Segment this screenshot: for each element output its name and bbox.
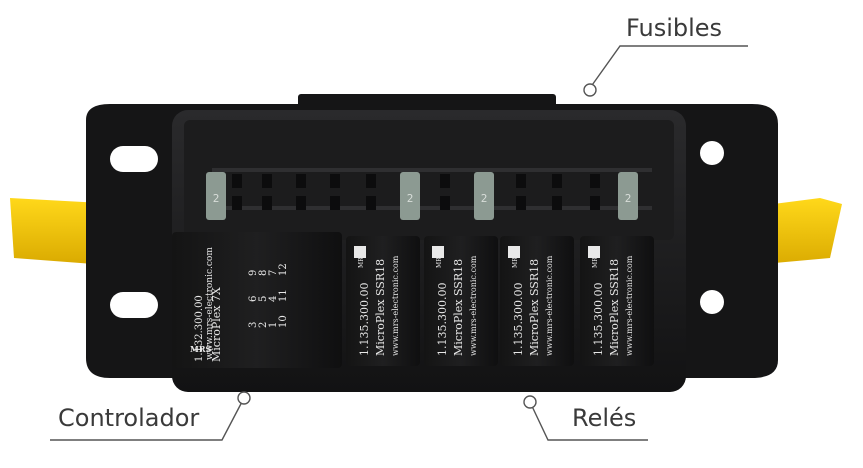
controller-pin-numbers: 3 6 9 2 5 8 1 4 7 10 11 12 <box>248 263 289 328</box>
mount-hole-top-right <box>700 141 724 165</box>
terminal-slot <box>516 174 526 188</box>
terminal-slot <box>232 196 242 210</box>
pin-number: 8 <box>258 270 269 276</box>
brand-logo <box>588 246 600 258</box>
pin-number: 12 <box>278 263 289 276</box>
fuses-callout-dot <box>583 83 597 97</box>
relay-brand: MRS <box>358 253 365 268</box>
relay-part-number: 1.135.300.00 <box>512 283 525 356</box>
fuse-bay <box>184 120 674 240</box>
blade-fuse <box>474 172 494 220</box>
fuse-rating: 2 <box>213 192 220 205</box>
relay-name: MicroPlex SSR18 <box>608 259 621 356</box>
pin-number: 1 <box>268 322 279 328</box>
pin-number: 3 <box>248 322 259 328</box>
blade-fuse <box>400 172 420 220</box>
mount-hole-top-left <box>110 146 158 172</box>
terminal-slot <box>516 196 526 210</box>
relay-body <box>346 236 420 366</box>
relay-website: www.mrs-electronic.com <box>469 255 478 356</box>
mount-hole-bottom-left <box>110 292 158 318</box>
pin-number: 4 <box>268 296 279 302</box>
relay-brand: MRS <box>436 253 443 268</box>
brand-logo <box>432 246 444 258</box>
controller-part-number: 1.132.300.00 <box>194 295 205 362</box>
callout-lines <box>50 45 748 441</box>
pin-number: 2 <box>258 322 269 328</box>
blade-fuse <box>618 172 638 220</box>
relay-name: MicroPlex SSR18 <box>374 259 387 356</box>
terminal-slot <box>330 196 340 210</box>
controller-callout-dot <box>237 391 251 405</box>
relay-website: www.mrs-electronic.com <box>545 255 554 356</box>
relay-part-number: 1.135.300.00 <box>358 283 371 356</box>
relays-callout-dot <box>523 395 537 409</box>
relay-body <box>424 236 498 366</box>
relay-website: www.mrs-electronic.com <box>391 255 400 356</box>
controller-website: www.mrs-electronic.com <box>205 247 215 360</box>
fuse-rating: 2 <box>407 192 414 205</box>
relay-brand: MRS <box>512 253 519 268</box>
terminal-slot <box>552 196 562 210</box>
pin-number: 5 <box>258 296 269 302</box>
terminal-slot <box>296 196 306 210</box>
terminal-slot <box>262 196 272 210</box>
fuses-label: Fusibles <box>626 14 723 42</box>
terminal-slot <box>440 174 450 188</box>
pin-number: 11 <box>278 289 289 302</box>
relays-label: Relés <box>572 404 637 432</box>
fuse-row: 2 2 2 2 <box>206 172 638 220</box>
relay-name: MicroPlex SSR18 <box>528 259 541 356</box>
relay-website: www.mrs-electronic.com <box>625 255 634 356</box>
controller-label: Controlador <box>58 404 200 432</box>
relay-part-number: 1.135.300.00 <box>592 283 605 356</box>
terminal-slot <box>296 174 306 188</box>
terminal-slot <box>262 174 272 188</box>
pin-number: 7 <box>268 270 279 276</box>
relay-brand: MRS <box>592 253 599 268</box>
controller-module: www.mrs-electronic.com 1.132.300.00 Micr… <box>172 232 342 368</box>
relay-part-number: 1.135.300.00 <box>436 283 449 356</box>
terminal-slot <box>330 174 340 188</box>
pin-number: 6 <box>248 296 259 302</box>
fuse-rating: 2 <box>481 192 488 205</box>
terminal-slot <box>590 196 600 210</box>
pin-number: 10 <box>278 315 289 328</box>
mount-hole-bottom-right <box>700 290 724 314</box>
relay-body <box>580 236 654 366</box>
terminal-slot <box>232 174 242 188</box>
relay-body <box>500 236 574 366</box>
relay-name: MicroPlex SSR18 <box>452 259 465 356</box>
controller-brand: MRS <box>190 344 212 354</box>
fuse-rating: 2 <box>625 192 632 205</box>
brand-logo <box>508 246 520 258</box>
terminal-slot <box>366 196 376 210</box>
brand-logo <box>354 246 366 258</box>
terminal-slot <box>366 174 376 188</box>
terminal-slot <box>590 174 600 188</box>
pin-number: 9 <box>248 270 259 276</box>
terminal-slot <box>552 174 562 188</box>
terminal-slot <box>440 196 450 210</box>
controller-name: MicroPlex 7X <box>210 287 223 362</box>
blade-fuse <box>206 172 226 220</box>
